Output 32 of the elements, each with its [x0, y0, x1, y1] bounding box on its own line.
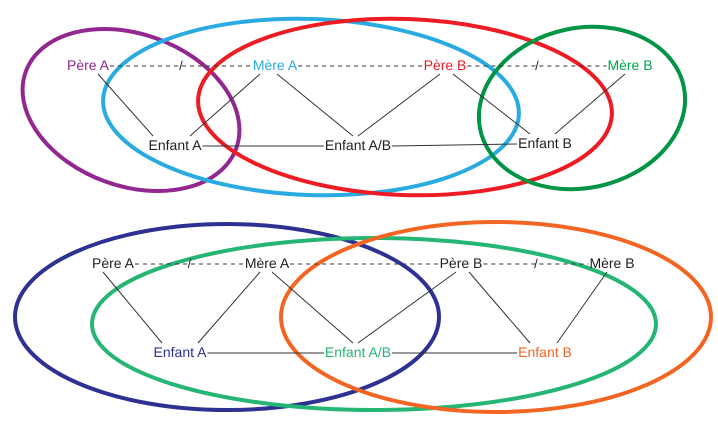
person-name: Enfant A [152, 344, 208, 360]
connector-line [392, 352, 518, 354]
person-name: Père A [90, 255, 136, 271]
connector-line [556, 272, 608, 344]
person-name: Enfant A/B [324, 137, 392, 153]
connector-line [198, 272, 260, 344]
person-name: Père B [422, 57, 468, 73]
person-name: Mère A [252, 57, 298, 73]
person-name: Enfant B [517, 344, 573, 360]
connector-line [358, 74, 440, 136]
person-name: Enfant A [148, 137, 202, 153]
connector-line [452, 74, 530, 134]
person-name: Mère B [606, 57, 654, 73]
person-name: Enfant A/B [324, 344, 392, 360]
connector-line [206, 352, 324, 354]
person-name: Mère B [588, 255, 636, 271]
edge-label: / [535, 59, 539, 73]
connector-line [276, 74, 354, 136]
person-name: Père A [66, 57, 110, 73]
person-name: Enfant B [517, 135, 573, 151]
connector-line [272, 272, 354, 344]
connector-line [102, 272, 162, 344]
person-name: Père B [438, 255, 484, 271]
connector-line [190, 74, 260, 136]
edge-label: / [534, 257, 538, 271]
connector-line [98, 74, 154, 136]
connector-line [358, 272, 456, 344]
connector-line [554, 74, 626, 134]
connector-line [392, 144, 518, 146]
edge-label: / [179, 59, 183, 73]
person-name: Mère A [244, 255, 290, 271]
connector-line [468, 272, 530, 344]
